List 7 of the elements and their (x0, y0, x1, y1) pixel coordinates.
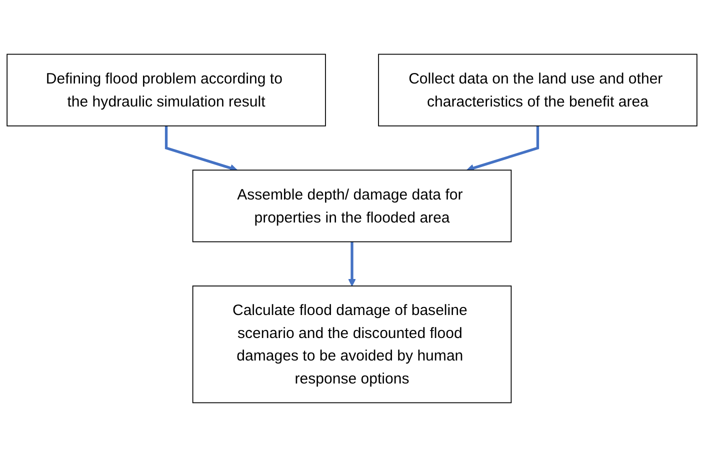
process-box: Calculate flood damage of baseline scenario and the discounted flood damages to be avoided by human response options (192, 286, 512, 404)
process-box: Collect data on the land use and other characteristics of the benefit area (378, 54, 698, 126)
process-box: Assemble depth/ damage data for properties in the flooded area (192, 170, 512, 242)
arrow (348, 242, 356, 286)
arrow (466, 126, 540, 172)
process-box: Defining flood problem according to the hydraulic simulation result (6, 54, 326, 126)
arrow (164, 126, 238, 172)
